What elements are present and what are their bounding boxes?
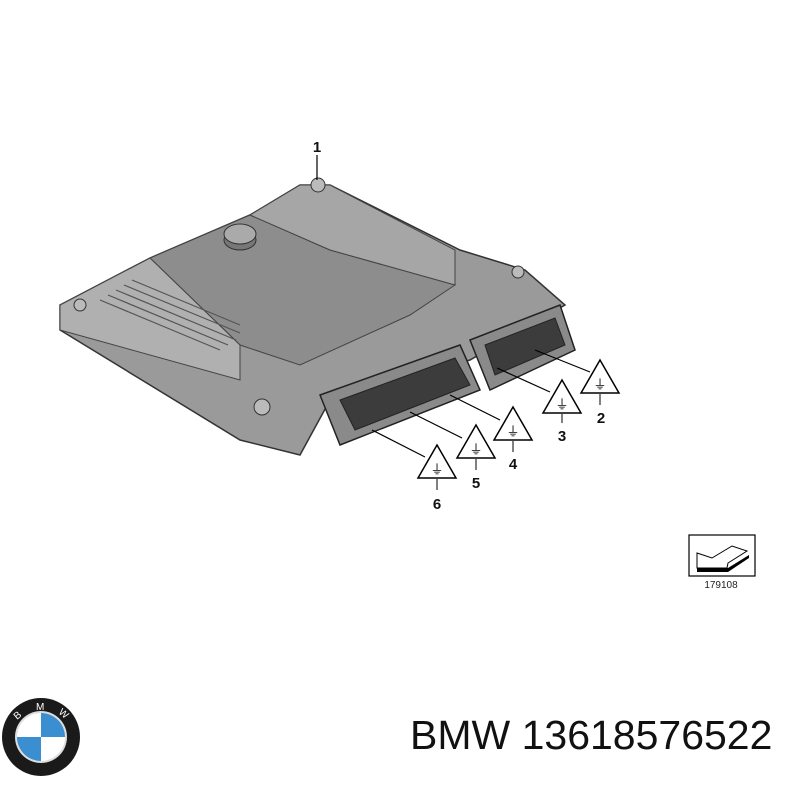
plug-icon: ⏚ [593,377,606,392]
plug-icon: ⏚ [506,424,519,439]
callout-3: ⏚ 3 [541,378,583,445]
svg-text:5: 5 [472,475,480,492]
svg-text:3: 3 [558,428,566,445]
svg-text:4: 4 [509,456,518,473]
plug-icon: ⏚ [430,462,443,477]
svg-text:179108: 179108 [704,580,738,591]
part-number-caption: BMW 13618576522 [410,712,773,758]
callout-6: ⏚ 6 [416,443,458,513]
plug-icon: ⏚ [555,397,568,412]
svg-text:M: M [36,702,44,713]
leader-lines [371,349,591,458]
arrow-reference-icon [696,545,749,572]
svg-text:2: 2 [597,410,605,427]
callout-4: ⏚ 4 [492,405,534,473]
bmw-logo: B M W [2,698,80,776]
svg-text:6: 6 [433,496,441,513]
callout-5: ⏚ 5 [455,423,497,492]
ecu-parts-diagram: 1 ⏚ 2 ⏚ 3 ⏚ 4 ⏚ 5 ⏚ 6 [59,139,756,591]
reference-box: 179108 [688,534,756,591]
svg-text:1: 1 [313,139,321,156]
ecu-control-unit [59,177,576,456]
callout-1: 1 [313,139,321,180]
plug-icon: ⏚ [469,442,482,457]
callout-2: ⏚ 2 [579,358,621,427]
